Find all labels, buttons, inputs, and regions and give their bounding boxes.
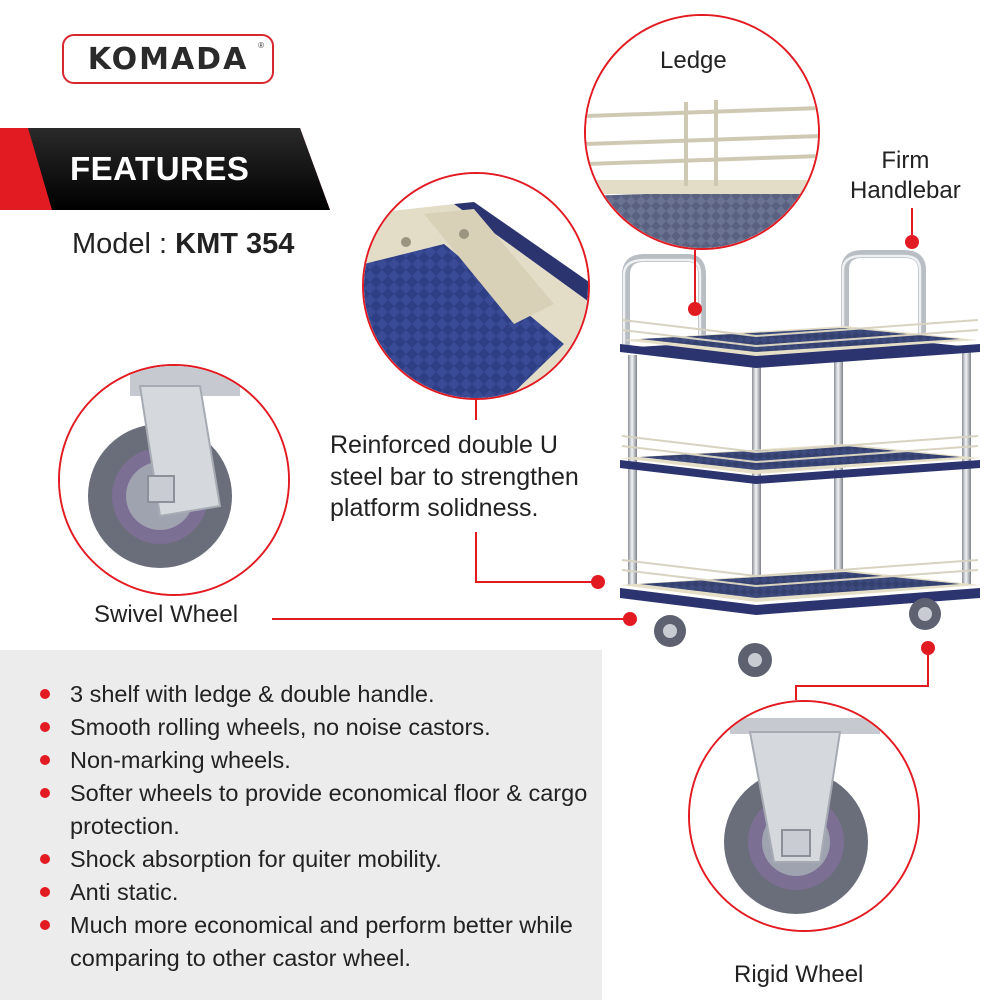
brand-name: KOMADA <box>87 41 249 77</box>
feature-list: 3 shelf with ledge & double handle. Smoo… <box>40 678 600 975</box>
ledge-detail-circle <box>584 14 820 250</box>
model-number: KMT 354 <box>175 228 295 260</box>
feature-item: Softer wheels to provide economical floo… <box>40 777 600 843</box>
feature-item: Non-marking wheels. <box>40 744 600 777</box>
feature-item: Shock absorption for quiter mobility. <box>40 843 600 876</box>
rigid-wheel-circle <box>688 700 920 932</box>
handlebar-label: Firm Handlebar <box>850 147 961 204</box>
connector-lines <box>272 208 929 700</box>
feature-item: Anti static. <box>40 876 600 909</box>
registered-mark: ® <box>258 41 264 50</box>
feature-item: Much more economical and perform better … <box>40 909 600 975</box>
shelf-top <box>620 319 980 368</box>
model-line: Model : KMT 354 <box>72 228 294 261</box>
ledge-label: Ledge <box>660 47 727 74</box>
ubar-detail-image <box>364 174 588 398</box>
bullet-icon <box>40 689 50 699</box>
swivel-wheel-label: Swivel Wheel <box>94 601 239 628</box>
bullet-icon <box>40 887 50 897</box>
ubar-label: Reinforced double U steel bar to strengt… <box>330 431 579 522</box>
bullet-icon <box>40 722 50 732</box>
handlebar <box>622 250 926 350</box>
features-panel <box>0 650 602 1000</box>
swivel-wheel-image <box>60 366 288 594</box>
features-banner <box>0 128 330 210</box>
shelf-bottom <box>620 559 980 615</box>
model-prefix: Model : <box>72 228 176 260</box>
swivel-wheel-circle <box>58 364 290 596</box>
bullet-icon <box>40 854 50 864</box>
bullet-icon <box>40 920 50 930</box>
feature-item: Smooth rolling wheels, no noise castors. <box>40 711 600 744</box>
rigid-wheel-image <box>690 702 918 930</box>
trolley-wheels <box>654 598 941 677</box>
connector-dots <box>591 235 935 655</box>
brand-logo: KOMADA ® <box>62 34 274 84</box>
ubar-detail-circle <box>362 172 590 400</box>
rigid-wheel-label: Rigid Wheel <box>734 961 864 988</box>
features-title: FEATURES <box>70 150 250 187</box>
bullet-icon <box>40 788 50 798</box>
feature-item: 3 shelf with ledge & double handle. <box>40 678 600 711</box>
bullet-icon <box>40 755 50 765</box>
shelf-middle <box>620 435 980 484</box>
